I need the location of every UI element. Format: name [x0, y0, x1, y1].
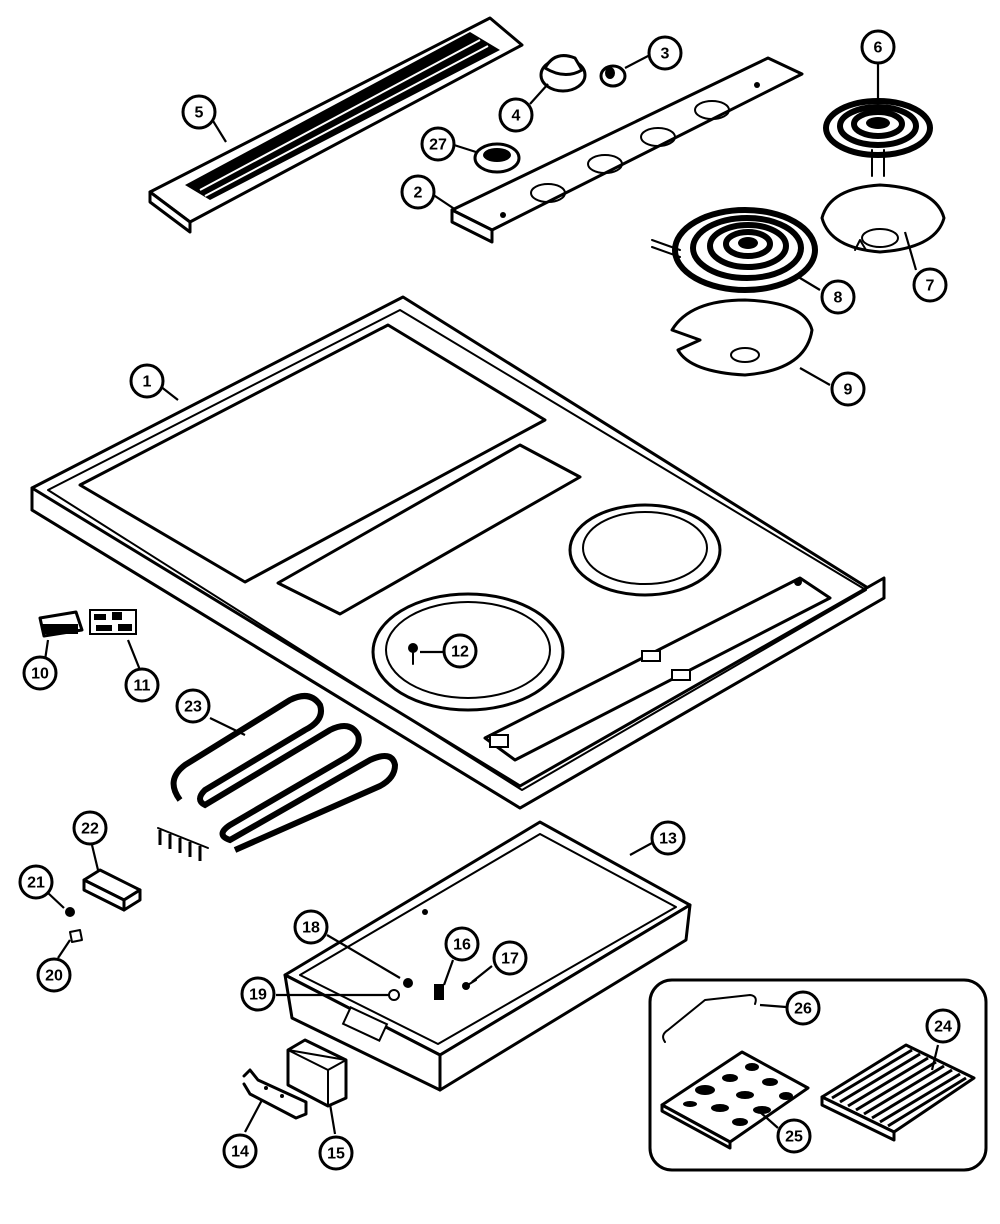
callout-10-label: 10: [31, 666, 49, 683]
callout-18: 18: [293, 909, 329, 945]
callout-11-label: 11: [134, 678, 151, 695]
callout-3-label: 3: [661, 46, 670, 63]
callout-6: 6: [860, 29, 896, 65]
callout-27: 27: [420, 126, 456, 162]
callout-14-label: 14: [231, 1144, 249, 1161]
callout-9: 9: [830, 371, 866, 407]
callout-22-label: 22: [81, 821, 99, 838]
part-18-screw: [403, 978, 413, 988]
part-27-bezel: [473, 142, 521, 174]
callout-8-label: 8: [834, 290, 843, 307]
callout-4-label: 4: [512, 108, 521, 125]
callout-14: 14: [222, 1133, 258, 1169]
part-3-knob-insert: [599, 64, 627, 88]
callout-24-label: 24: [934, 1019, 952, 1036]
callout-1: 1: [129, 363, 165, 399]
callout-22: 22: [72, 810, 108, 846]
leader-lines: [43, 54, 940, 1135]
callout-8: 8: [820, 279, 856, 315]
callout-20-label: 20: [45, 968, 63, 985]
callout-6-label: 6: [874, 40, 883, 57]
callout-19: 19: [240, 976, 276, 1012]
part-1-cooktop: [30, 295, 886, 810]
callout-21: 21: [18, 864, 54, 900]
part-19-nut: [388, 989, 400, 1001]
callout-17: 17: [492, 940, 528, 976]
callout-1-label: 1: [143, 374, 152, 391]
part-15-receptacle: [286, 1038, 348, 1108]
callout-27-label: 27: [429, 137, 447, 154]
part-4-control-knob: [539, 54, 587, 93]
callout-25: 25: [776, 1118, 812, 1154]
part-5-vent-grille: [148, 16, 524, 234]
callout-26: 26: [785, 990, 821, 1026]
callout-4: 4: [498, 97, 534, 133]
callout-15-label: 15: [327, 1146, 345, 1163]
part-21-nut: [65, 907, 75, 917]
part-11-terminal-set: [89, 609, 137, 635]
callout-17-label: 17: [501, 951, 519, 968]
callout-2-label: 2: [414, 185, 423, 202]
callout-11: 11: [124, 667, 160, 703]
part-20-clip: [69, 929, 83, 943]
part-23-grill-element: [157, 693, 399, 861]
callout-18-label: 18: [302, 920, 320, 937]
part-22-connector-block: [82, 868, 142, 912]
callout-2: 2: [400, 174, 436, 210]
part-7-small-drip-bowl: [820, 183, 946, 254]
callout-13-label: 13: [659, 831, 677, 848]
callout-21-label: 21: [27, 875, 45, 892]
callout-7: 7: [912, 267, 948, 303]
callout-13: 13: [650, 820, 686, 856]
callout-15: 15: [318, 1135, 354, 1171]
callout-19-label: 19: [249, 987, 267, 1004]
callout-12-label: 12: [451, 644, 469, 661]
part-12-screw: [408, 643, 418, 665]
callout-25-label: 25: [785, 1129, 803, 1146]
callout-7-label: 7: [926, 278, 935, 295]
accessory-kit-inset: [648, 978, 988, 1172]
part-16-bracket: [434, 984, 444, 1000]
callout-26-label: 26: [794, 1001, 812, 1018]
callout-5-label: 5: [195, 105, 204, 122]
part-13-drip-pan: [283, 820, 692, 1092]
callout-5: 5: [181, 94, 217, 130]
callout-24: 24: [925, 1008, 961, 1044]
callout-9-label: 9: [844, 382, 853, 399]
callout-20: 20: [36, 957, 72, 993]
callout-12: 12: [442, 633, 478, 669]
callout-23-label: 23: [184, 699, 202, 716]
part-6-small-surface-element: [823, 98, 933, 177]
callout-23: 23: [175, 688, 211, 724]
part-2-control-panel: [450, 56, 804, 244]
callout-3: 3: [647, 35, 683, 71]
callout-16-label: 16: [453, 937, 471, 954]
part-9-large-drip-bowl: [670, 298, 814, 377]
part-8-large-surface-element: [651, 207, 818, 293]
part-14-bracket: [242, 1068, 308, 1120]
part-10-junction-block: [38, 610, 84, 638]
callout-10: 10: [22, 655, 58, 691]
callout-16: 16: [444, 926, 480, 962]
